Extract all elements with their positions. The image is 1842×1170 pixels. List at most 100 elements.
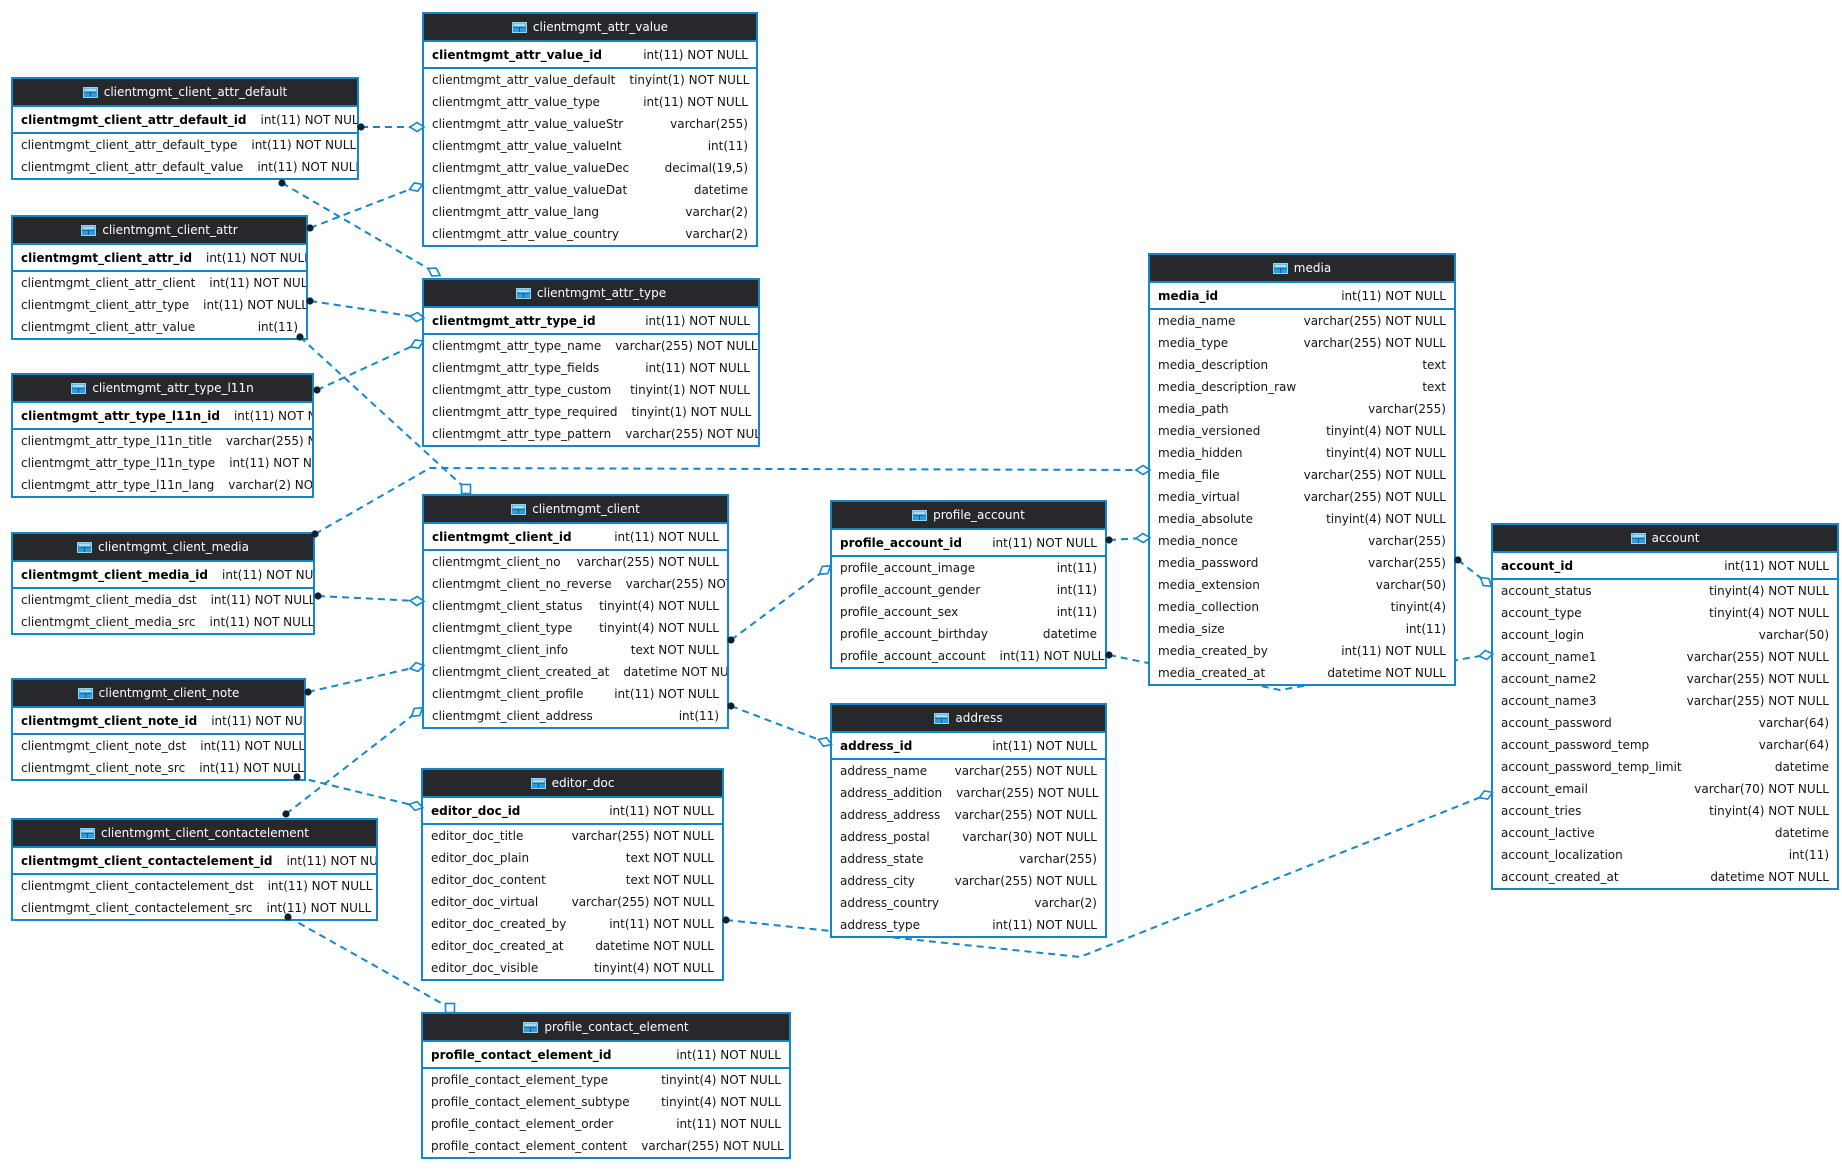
relationship-edge-clientmgmt_client_attr-clientmgmt_attr_type[interactable] <box>309 300 418 318</box>
relationship-edge-clientmgmt_client_note-clientmgmt_client[interactable] <box>307 666 418 693</box>
table-header[interactable]: clientmgmt_client_attr_default <box>13 79 357 107</box>
relationship-edge-clientmgmt_client_media-media[interactable] <box>314 466 1144 535</box>
table-header[interactable]: clientmgmt_attr_type_l11n <box>13 375 312 403</box>
relationship-edge-clientmgmt_client_note-editor_doc[interactable] <box>296 776 417 807</box>
table-header[interactable]: clientmgmt_client <box>424 496 727 524</box>
table-header[interactable]: profile_account <box>832 502 1105 530</box>
table-header[interactable]: clientmgmt_client_media <box>13 534 313 562</box>
relationship-edge-clientmgmt_client_contactelement-clientmgmt_client[interactable] <box>285 711 418 815</box>
table-header[interactable]: clientmgmt_client_attr <box>13 217 306 245</box>
table-clientmgmt_client_contactelement[interactable]: clientmgmt_client_contactelement clientmg… <box>11 818 378 921</box>
table-profile_contact_element[interactable]: profile_contact_element profile_contact_e… <box>421 1012 791 1159</box>
table-header[interactable]: clientmgmt_client_note <box>13 680 304 708</box>
table-header[interactable]: clientmgmt_attr_value <box>424 14 756 42</box>
table-header[interactable]: clientmgmt_attr_type <box>424 280 758 308</box>
table-header[interactable]: clientmgmt_client_contactelement <box>13 820 376 848</box>
relationship-edge-profile_account-media[interactable] <box>1108 537 1144 541</box>
relationship-edge-clientmgmt_client_attr-clientmgmt_client[interactable] <box>299 336 467 490</box>
relationship-edge-clientmgmt_client-address[interactable] <box>730 705 826 743</box>
table-header[interactable]: profile_contact_element <box>423 1014 789 1042</box>
relationship-edge-clientmgmt_client_media-clientmgmt_client[interactable] <box>317 595 418 602</box>
relationship-edge-clientmgmt_attr_type_l11n-clientmgmt_attr_type[interactable] <box>316 343 418 391</box>
table-header[interactable]: media <box>1150 255 1454 283</box>
